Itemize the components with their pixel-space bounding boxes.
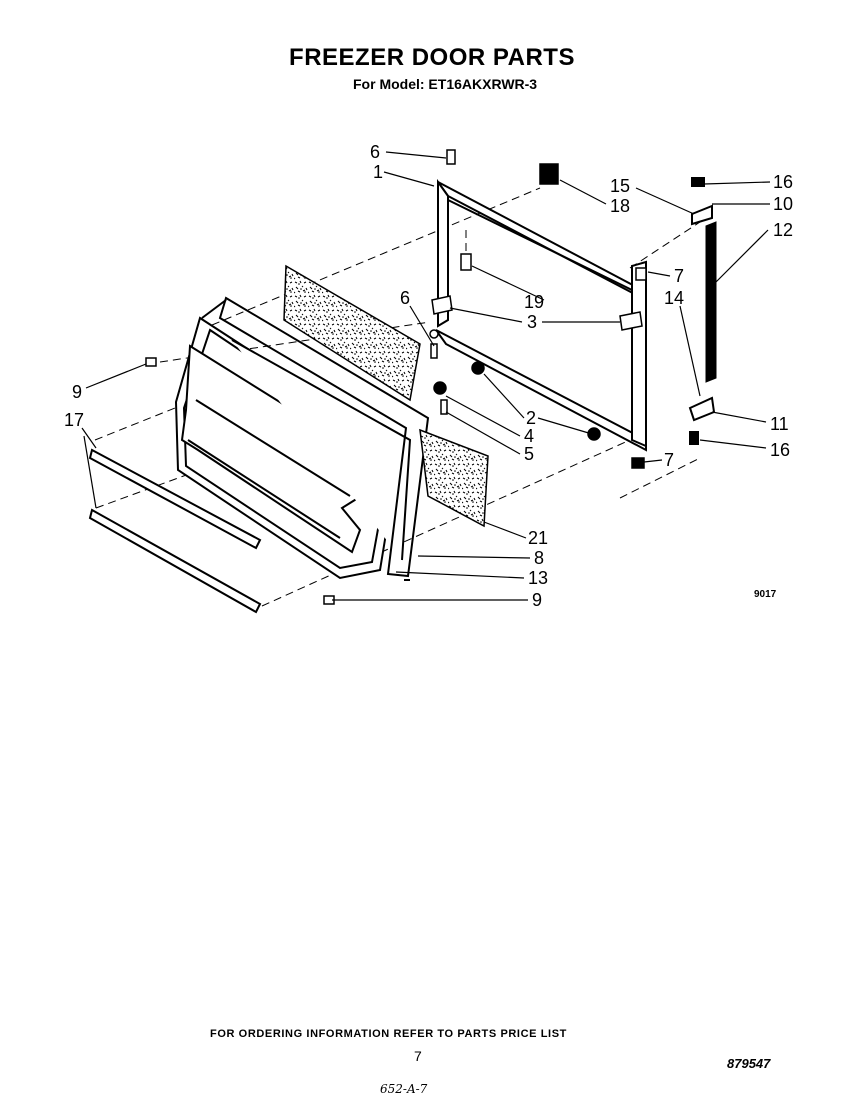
callout-15: 13 bbox=[528, 568, 548, 588]
callout-labels: 6 1 15 18 16 10 12 7 14 19 3 6 9 17 2 4 … bbox=[64, 142, 793, 610]
page-number: 7 bbox=[414, 1048, 422, 1064]
callout-14: 14 bbox=[664, 288, 684, 308]
callout-9a: 9 bbox=[72, 382, 82, 402]
callout-7a: 7 bbox=[674, 266, 684, 286]
document-number: 879547 bbox=[727, 1056, 771, 1071]
page-title: FREEZER DOOR PARTS bbox=[289, 44, 575, 71]
callout-19: 19 bbox=[524, 292, 544, 312]
callout-18: 18 bbox=[610, 196, 630, 216]
callout-9b: 9 bbox=[532, 590, 542, 610]
hardware-parts bbox=[145, 149, 647, 605]
insulation-panel bbox=[283, 264, 489, 528]
outer-door-frame bbox=[435, 178, 647, 452]
callout-21: 21 bbox=[528, 528, 548, 548]
callout-3: 3 bbox=[527, 312, 537, 332]
callout-16b: 16 bbox=[770, 440, 790, 460]
callout-1: 1 bbox=[373, 162, 383, 182]
callout-12: 12 bbox=[773, 220, 793, 240]
callout-8: 8 bbox=[534, 548, 544, 568]
callout-6a: 6 bbox=[370, 142, 380, 162]
door-gasket bbox=[201, 296, 430, 581]
callout-2: 2 bbox=[526, 408, 536, 428]
callout-10: 10 bbox=[773, 194, 793, 214]
model-subtitle: For Model: ET16AKXRWR-3 bbox=[353, 76, 538, 92]
callout-17: 17 bbox=[64, 410, 84, 430]
callout-6b: 6 bbox=[400, 288, 410, 308]
callout-16a: 16 bbox=[773, 172, 793, 192]
door-shelf-strips bbox=[88, 448, 262, 614]
callout-7b: 7 bbox=[664, 450, 674, 470]
callout-13: 15 bbox=[610, 176, 630, 196]
hinge-assembly bbox=[688, 177, 717, 445]
door-liner bbox=[174, 316, 412, 580]
diagram-code: 9017 bbox=[754, 589, 777, 600]
callout-11: 11 bbox=[770, 414, 789, 434]
callout-4: 4 bbox=[524, 426, 534, 446]
callout-5: 5 bbox=[524, 444, 534, 464]
handwritten-note: 652-A-7 bbox=[380, 1082, 428, 1096]
ordering-note: FOR ORDERING INFORMATION REFER TO PARTS … bbox=[210, 1028, 567, 1040]
leader-lines bbox=[81, 151, 771, 601]
